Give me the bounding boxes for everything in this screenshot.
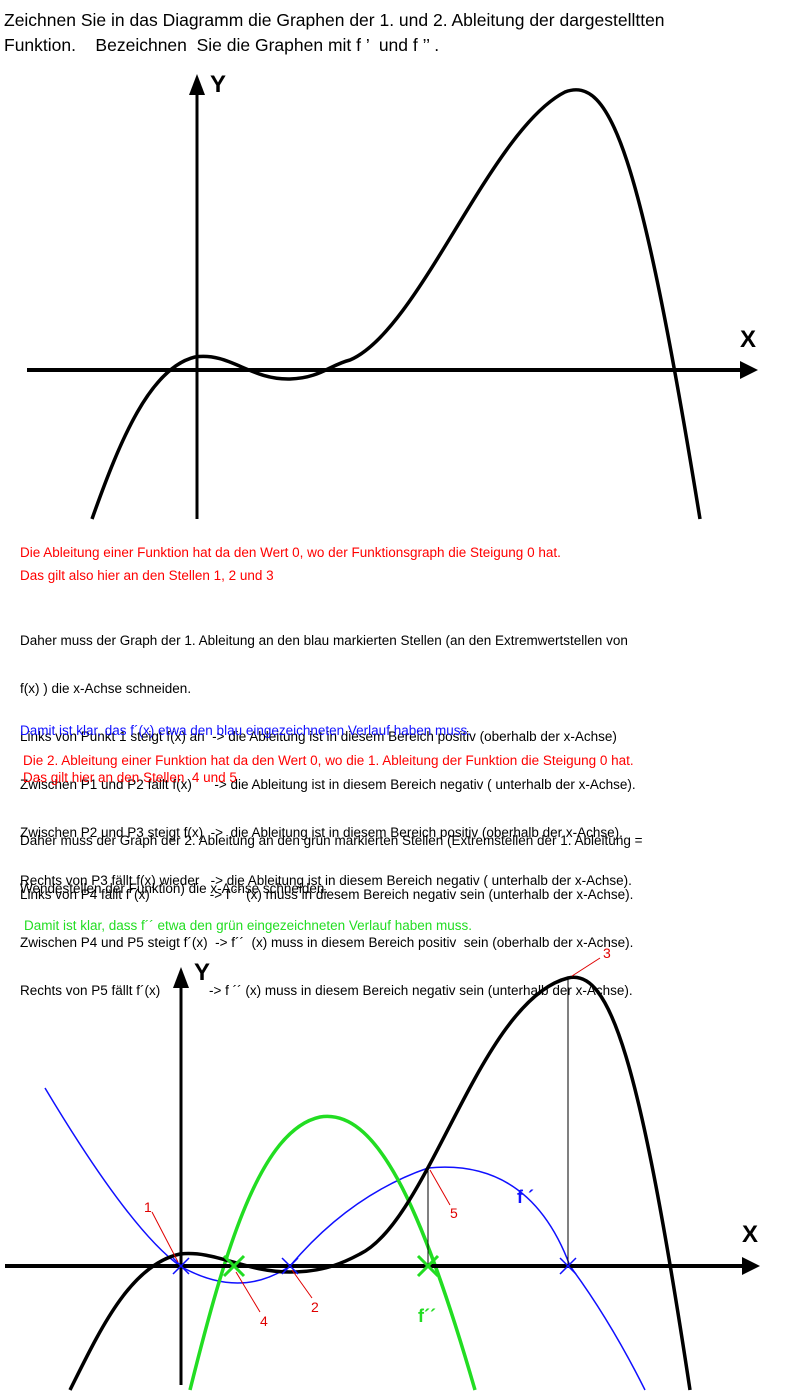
label-p1: 1 (144, 1199, 152, 1215)
label-p2: 2 (311, 1299, 319, 1315)
paragraph-1-line: f(x) ) die x-Achse schneiden. (20, 681, 192, 696)
x-axis-label: X (740, 326, 756, 353)
y-axis-arrow (189, 74, 205, 95)
x-axis-arrow (742, 1257, 760, 1275)
paragraph-1-line: Zwischen P1 und P2 fällt f(x) -> die Abl… (20, 777, 636, 792)
leader-p5 (429, 1169, 451, 1206)
marker-p4-x (222, 1254, 246, 1278)
first-derivative-graph (44, 1087, 646, 1391)
function-graph-f (68, 975, 692, 1391)
marker-p1-x (172, 1257, 190, 1275)
y-axis-arrow (173, 967, 189, 988)
marker-p3-x (559, 1257, 577, 1275)
y-axis-label: Y (194, 959, 210, 986)
marker-p2-x (281, 1257, 299, 1275)
function-diagram: Y X (27, 71, 758, 520)
paragraph-1-line: Daher muss der Graph der 1. Ableitung an… (20, 633, 628, 648)
paragraph-2-line: Wendestellen der Funktion) die x-Achse s… (20, 881, 329, 896)
label-f-second: f´´ (418, 1306, 436, 1326)
x-axis-arrow (740, 361, 758, 379)
paragraph-1-line: Zwischen P2 und P3 steigt f(x) -> die Ab… (20, 825, 623, 840)
task-line-1: Zeichnen Sie in das Diagramm die Graphen… (4, 10, 665, 30)
text-red-3: Die 2. Ableitung einer Funktion hat da d… (23, 753, 634, 768)
paragraph-1: Daher muss der Graph der 1. Ableitung an… (20, 601, 636, 905)
task-line-2: Funktion. Bezeichnen Sie die Graphen mit… (4, 35, 440, 55)
y-axis-label: Y (210, 71, 226, 98)
leader-p1 (151, 1211, 179, 1263)
function-graph-f (90, 88, 702, 520)
label-p3: 3 (603, 945, 611, 961)
text-red-1: Die Ableitung einer Funktion hat da den … (20, 545, 561, 560)
label-p5: 5 (450, 1205, 458, 1221)
x-axis-label: X (742, 1221, 758, 1248)
leader-p4 (235, 1271, 261, 1313)
leader-p3 (571, 957, 601, 977)
paragraph-2-line: Daher muss der Graph der 2. Ableitung an… (20, 833, 643, 848)
paragraph-1-line: Links von Punkt 1 steigt f(x) an -> die … (20, 729, 617, 744)
label-f-prime: f ´ (517, 1187, 534, 1207)
text-red-4: Das gilt hier an den Stellen 4 und 5 (23, 770, 237, 785)
paragraph-1-line: Rechts von P3 fällt f(x) wieder -> die A… (20, 873, 632, 888)
text-red-2: Das gilt also hier an den Stellen 1, 2 u… (20, 568, 274, 583)
text-green-1: Damit ist klar, dass f´´ etwa den grün e… (24, 918, 472, 933)
leader-p2 (291, 1269, 313, 1299)
paragraph-2: Daher muss der Graph der 2. Ableitung an… (20, 801, 642, 913)
paragraph-3-line: Rechts von P5 fällt f´(x) -> f ´´ (x) mu… (20, 983, 633, 998)
text-blue-1: Damit ist klar, das f´(x) etwa den blau … (20, 723, 471, 738)
task-heading: Zeichnen Sie in das Diagramm die Graphen… (4, 8, 792, 58)
marker-p5-x (416, 1254, 440, 1278)
paragraph-3-line: Links von P4 fällt f´(x) -> f ´´ (x) mus… (20, 887, 634, 902)
paragraph-3: Links von P4 fällt f´(x) -> f ´´ (x) mus… (20, 855, 633, 1015)
derivatives-diagram: Y X 1 2 3 4 5 f ´ f´´ (5, 945, 760, 1391)
label-p4: 4 (260, 1313, 268, 1329)
paragraph-3-line: Zwischen P4 und P5 steigt f´(x) -> f´´ (… (20, 935, 634, 950)
